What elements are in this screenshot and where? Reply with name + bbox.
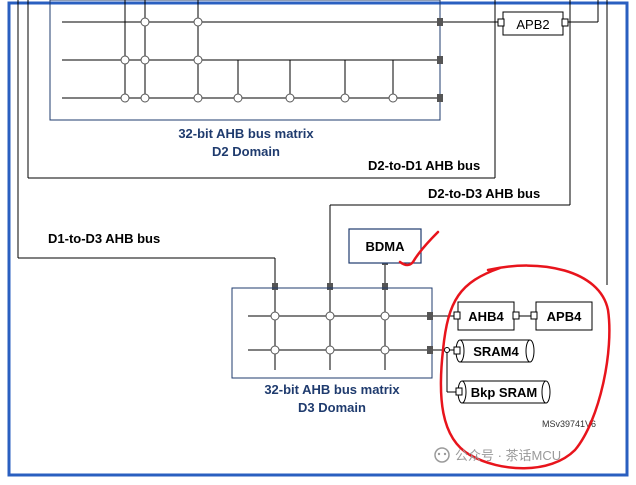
bdma-label: BDMA [366, 239, 406, 254]
sram4-cylinder [455, 339, 535, 363]
bus-d1-to-d3-label: D1-to-D3 AHB bus [48, 231, 160, 246]
d2-matrix-title: 32-bit AHB bus matrix [178, 126, 314, 141]
d3-matrix-title: 32-bit AHB bus matrix [264, 382, 400, 397]
d3-matrix-box [231, 287, 433, 379]
d2-matrix-nodes [120, 17, 398, 103]
d3-matrix-nodes [270, 311, 390, 355]
bdma-block [348, 228, 422, 264]
d2-matrix-ports [437, 18, 443, 102]
apb4-label: APB4 [547, 309, 582, 324]
bus-d2-to-d3-label: D2-to-D3 AHB bus [428, 186, 540, 201]
outer-frame [7, 1, 629, 477]
ahb4-label: AHB4 [468, 309, 504, 324]
watermark: 公众号 · 茶话MCU [434, 447, 561, 463]
bus-lines [17, 0, 608, 290]
ahb4-block [457, 301, 515, 331]
figure-tag: MSv39741V6 [542, 419, 596, 429]
bus-d2-to-d1-label: D2-to-D1 AHB bus [368, 158, 480, 173]
wechat-icon [434, 447, 450, 463]
apb4-block [535, 301, 593, 331]
d3-matrix-grid [248, 290, 430, 370]
watermark-text: 公众号 · 茶话MCU [455, 448, 561, 463]
red-check-annotation [398, 230, 440, 267]
d2-matrix-domain: D2 Domain [212, 144, 280, 159]
bkp-sram-cylinder [457, 380, 551, 404]
apb2-label: APB2 [516, 17, 549, 32]
sram4-label: SRAM4 [473, 344, 519, 359]
d2-matrix-grid [62, 0, 498, 100]
red-circle-annotation [439, 264, 611, 470]
bkp-sram-label: Bkp SRAM [471, 385, 537, 400]
d3-matrix-domain: D3 Domain [298, 400, 366, 415]
